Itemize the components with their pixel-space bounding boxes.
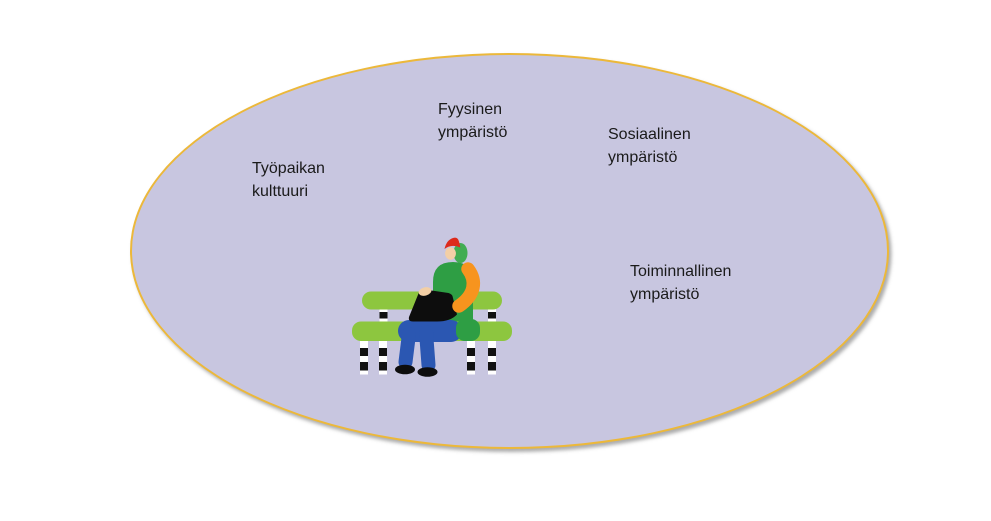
bench-leg bbox=[488, 339, 496, 375]
person-lower-leg bbox=[398, 327, 416, 369]
label-line: Toiminnallinen bbox=[630, 263, 732, 280]
person-face bbox=[445, 247, 456, 260]
person-on-bench-illustration bbox=[352, 237, 512, 377]
label-line: ympäristö bbox=[630, 286, 700, 303]
bench-back-post bbox=[379, 305, 388, 324]
person-arm bbox=[452, 262, 481, 313]
label-toiminnallinen-ymparisto: Toiminnallinen ympäristö bbox=[630, 260, 731, 306]
environment-ellipse bbox=[130, 53, 889, 449]
label-sosiaalinen-ymparisto: Sosiaalinen ympäristö bbox=[608, 123, 691, 169]
laptop bbox=[408, 289, 457, 322]
person-hand bbox=[418, 287, 432, 296]
person-shoe bbox=[417, 367, 438, 377]
label-line: Työpaikan bbox=[252, 160, 325, 177]
label-line: ympäristö bbox=[608, 149, 678, 166]
person-shoe bbox=[395, 364, 415, 375]
label-tyopaikan-kulttuuri: Työpaikan kulttuuri bbox=[252, 157, 325, 203]
person-lower-leg bbox=[419, 325, 436, 372]
bench-leg bbox=[467, 339, 475, 375]
bench-leg bbox=[360, 339, 368, 375]
label-line: ympäristö bbox=[438, 124, 508, 141]
person-hood bbox=[453, 243, 468, 263]
label-line: kulttuuri bbox=[252, 183, 309, 200]
bench-leg bbox=[379, 339, 387, 375]
label-line: Fyysinen bbox=[438, 101, 503, 118]
person-jacket-bottom bbox=[456, 319, 480, 341]
person-hat bbox=[444, 237, 461, 249]
label-line: Sosiaalinen bbox=[608, 126, 691, 143]
bench-back-post bbox=[488, 305, 496, 324]
label-fyysinen-ymparisto: Fyysinen ympäristö bbox=[438, 98, 507, 144]
